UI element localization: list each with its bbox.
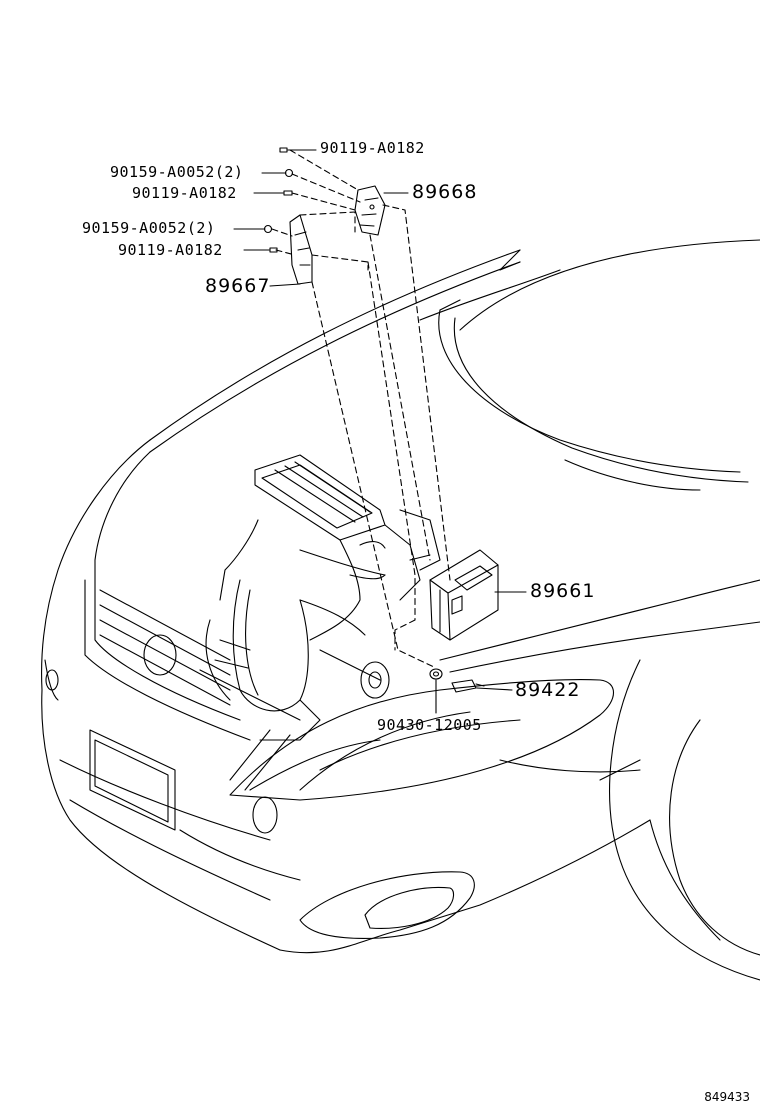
- fasteners: [263, 147, 294, 253]
- engine-block: [199, 454, 441, 791]
- headlamp: [229, 679, 615, 801]
- leader-lines: [233, 149, 527, 714]
- label-washer: 90430-12005: [377, 716, 482, 734]
- label-ecu: 89661: [530, 580, 596, 602]
- label-sensor: 89422: [515, 679, 581, 701]
- sensor-assembly: [429, 668, 485, 693]
- label-bolt-top: 90119-A0182: [320, 139, 425, 157]
- hood-outline: [149, 239, 760, 491]
- ecu-module: [429, 549, 499, 641]
- bracket-upper-89668: [354, 185, 386, 236]
- reference-code: 849433: [704, 1090, 750, 1104]
- body-outline: [41, 439, 760, 981]
- bracket-lower-89667: [289, 214, 313, 285]
- label-nut-lower: 90159-A0052(2): [82, 219, 216, 237]
- label-nut-upper: 90159-A0052(2): [110, 163, 244, 181]
- fog-lamp: [299, 871, 475, 939]
- grille-bumper: [44, 559, 301, 901]
- label-bolt-upper: 90119-A0182: [132, 184, 237, 202]
- label-bracket-lower: 89667: [205, 275, 271, 297]
- label-bolt-lower: 90119-A0182: [118, 241, 223, 259]
- label-bracket-upper: 89668: [412, 181, 478, 203]
- assembly-lines: [271, 149, 451, 669]
